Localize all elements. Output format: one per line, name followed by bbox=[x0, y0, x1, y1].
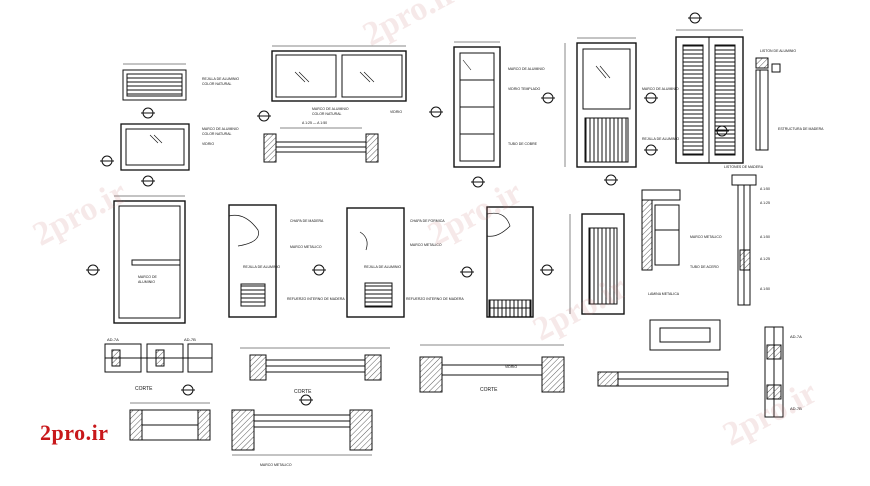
label-rejilla-1: REJILLA DE ALUMINIO bbox=[243, 265, 280, 269]
label-marco-metalico-1: MARCO METALICO bbox=[290, 245, 322, 249]
svg-text:MARCO METALICO: MARCO METALICO bbox=[690, 235, 722, 239]
svg-text:VIDRIO TEMPLADO: VIDRIO TEMPLADO bbox=[508, 87, 540, 91]
label-lamina-metalica: LAMINA METALICA bbox=[648, 292, 680, 296]
svg-text:A 1:50: A 1:50 bbox=[760, 187, 770, 191]
label-vidrio-2: VIDRIO bbox=[390, 110, 402, 114]
logo: 2pro.ir bbox=[40, 420, 109, 445]
svg-text:TUBO DE ACERO: TUBO DE ACERO bbox=[690, 265, 719, 269]
door-louver-elevation bbox=[564, 37, 637, 168]
svg-text:MARCO DE ALUMINIO: MARCO DE ALUMINIO bbox=[508, 67, 545, 71]
label-marco-metalico-2: MARCO METALICO bbox=[410, 243, 442, 247]
door-grid-elevation bbox=[486, 206, 534, 318]
label-ad-4: AD-7B bbox=[790, 406, 802, 411]
svg-text:TUBO DE COBRE: TUBO DE COBRE bbox=[508, 142, 538, 146]
head-section-detail bbox=[231, 409, 373, 456]
door-plain-elevation bbox=[113, 195, 186, 324]
label-corte-2: CORTE bbox=[294, 389, 312, 395]
window-section-detail bbox=[263, 127, 379, 163]
svg-text:COLOR NATURAL: COLOR NATURAL bbox=[312, 112, 342, 116]
svg-text:A 1:50: A 1:50 bbox=[760, 235, 770, 239]
svg-text:LISTON DE ALUMINIO: LISTON DE ALUMINIO bbox=[760, 49, 796, 53]
horizontal-section-detail-2 bbox=[419, 344, 565, 393]
section-marker-symbol bbox=[181, 384, 195, 396]
label-chapa-madera: CHAPA DE MADERA bbox=[290, 219, 324, 223]
svg-text:MARCO DE: MARCO DE bbox=[138, 275, 158, 279]
label-ad-2: AD-7B bbox=[184, 337, 196, 342]
door-slatted-elevation bbox=[569, 213, 625, 315]
label-ad-3: AD-7A bbox=[790, 334, 802, 339]
jamb-section-detail bbox=[755, 57, 781, 151]
right-jamb-detail bbox=[764, 326, 784, 418]
sliding-section-detail bbox=[597, 319, 729, 387]
svg-text:REJILLA DE ALUMINIO: REJILLA DE ALUMINIO bbox=[642, 137, 679, 141]
label-refuerzo-1: REFUERZO INTERNO DE MADERA bbox=[287, 297, 345, 301]
label-corte-3: CORTE bbox=[480, 387, 498, 393]
svg-text:MARCO DE ALUMINIO: MARCO DE ALUMINIO bbox=[312, 107, 349, 111]
section-marker-symbol bbox=[86, 264, 100, 276]
door-glass-elevation bbox=[453, 41, 501, 168]
label-vidrio-1: VIDRIO bbox=[202, 142, 214, 146]
svg-text:REJILLA DE ALUMINIO: REJILLA DE ALUMINIO bbox=[202, 77, 239, 81]
label-chapa-formica: CHAPA DE FORMICA bbox=[410, 219, 445, 223]
label-listones: LISTONES DE MADERA bbox=[724, 165, 764, 169]
section-marker-symbol bbox=[100, 107, 155, 187]
section-marker-symbol bbox=[460, 266, 474, 278]
horizontal-section-detail-1 bbox=[240, 347, 390, 381]
sill-section-detail bbox=[129, 402, 211, 441]
section-marker-symbol bbox=[312, 264, 326, 276]
door-grille-elevation-1 bbox=[228, 204, 277, 318]
svg-text:MARCO DE ALUMINIO: MARCO DE ALUMINIO bbox=[642, 87, 679, 91]
louver-window-elevation bbox=[122, 63, 187, 101]
ad-detail-group bbox=[104, 343, 213, 373]
fixed-window-elevation bbox=[120, 123, 190, 171]
label-rejilla-2: REJILLA DE ALUMINIO bbox=[364, 265, 401, 269]
label-vidrio-3: VIDRIO bbox=[505, 365, 517, 369]
label-marco-metalico-3: MARCO METALICO bbox=[260, 463, 292, 467]
label-refuerzo-2: REFUERZO INTERNO DE MADERA bbox=[406, 297, 464, 301]
section-marker-symbol bbox=[688, 12, 729, 137]
svg-text:A 1:25 — A 1:50: A 1:25 — A 1:50 bbox=[302, 121, 327, 125]
door-grille-elevation-2 bbox=[346, 207, 405, 318]
vertical-section-detail bbox=[641, 174, 757, 306]
section-marker-symbol bbox=[471, 92, 555, 188]
section-marker-symbol bbox=[257, 106, 443, 122]
label-corte-1: CORTE bbox=[135, 386, 153, 392]
svg-text:ALUMINIO: ALUMINIO bbox=[138, 280, 155, 284]
double-window-elevation bbox=[271, 45, 407, 102]
svg-text:A 1:25: A 1:25 bbox=[760, 201, 770, 205]
section-marker-symbol bbox=[299, 394, 313, 406]
section-marker-symbol bbox=[540, 264, 554, 276]
svg-text:MARCO DE ALUMINIO: MARCO DE ALUMINIO bbox=[202, 127, 239, 131]
svg-text:COLOR NATURAL: COLOR NATURAL bbox=[202, 132, 232, 136]
double-louver-door-elevation bbox=[675, 29, 744, 164]
label-ad-1: AD-7A bbox=[107, 337, 119, 342]
svg-text:A 1:50: A 1:50 bbox=[760, 287, 770, 291]
svg-text:COLOR NATURAL: COLOR NATURAL bbox=[202, 82, 232, 86]
section-marker-symbol bbox=[604, 92, 658, 186]
svg-text:A 1:25: A 1:25 bbox=[760, 257, 770, 261]
svg-text:ESTRUCTURA DE MADERA: ESTRUCTURA DE MADERA bbox=[778, 127, 824, 131]
